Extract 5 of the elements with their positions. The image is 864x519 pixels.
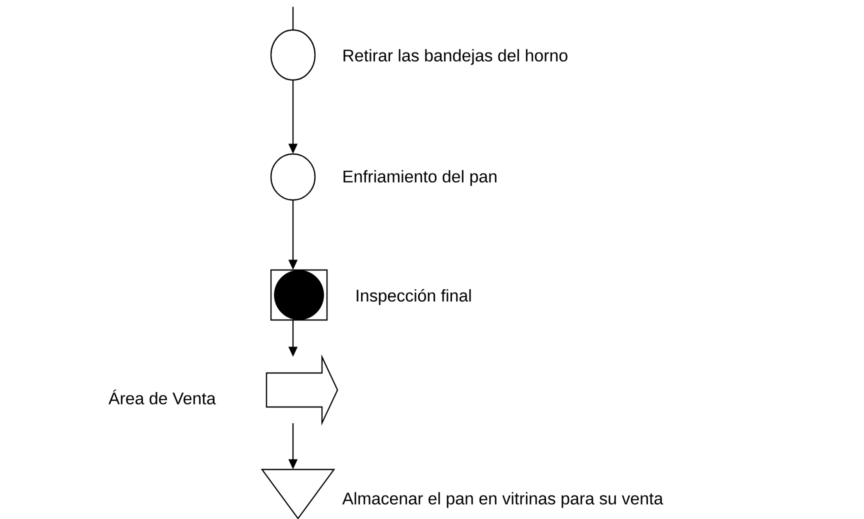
step-label: Retirar las bandejas del horno <box>344 49 568 65</box>
step-label: Enfriamiento del pan <box>344 170 496 186</box>
step-label: Almacenar el pan en vitrinas para su venta <box>342 492 664 508</box>
step-label: Inspección final <box>356 289 471 305</box>
step-label: Área de Venta <box>108 390 216 404</box>
